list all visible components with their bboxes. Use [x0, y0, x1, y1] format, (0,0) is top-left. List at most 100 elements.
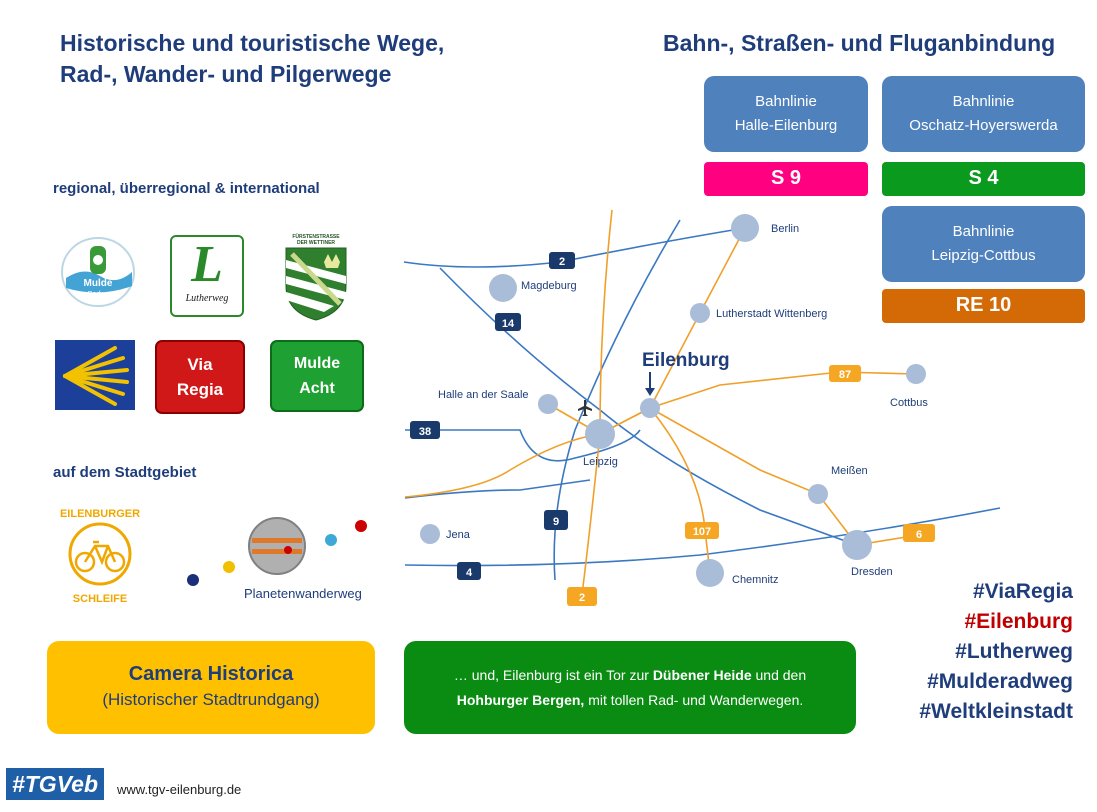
- eilenburger-schleife-logo[interactable]: EILENBURGER SCHLEIFE: [50, 508, 150, 608]
- section-stadtgebiet: auf dem Stadtgebiet: [53, 464, 197, 481]
- wettiner-shield-icon: [285, 247, 347, 321]
- city-eilenburg-dot: [640, 398, 660, 418]
- autobahn-a38-shape: [410, 421, 440, 439]
- autobahn-a2-badge: 2: [559, 256, 565, 268]
- mulde-acht-label1: Mulde: [293, 355, 341, 372]
- lutherweg-l-icon: L: [191, 236, 223, 293]
- fuerstenstrasse-logo[interactable]: FÜRSTENSTRASSE DER WETTINER: [284, 234, 348, 324]
- bundesstrasse-b6-shape: [903, 524, 935, 542]
- rail-halle-label1: Bahnlinie: [755, 93, 817, 110]
- autobahn-a9-shape: [544, 510, 568, 530]
- fuerstenstrasse-text2: DER WETTINER: [296, 240, 336, 246]
- city-halle-label: Halle an der Saale: [438, 389, 529, 401]
- dubener-heide-box: … und, Eilenburg ist ein Tor zur Dübener…: [404, 641, 856, 734]
- city-cottbus-label: Cottbus: [890, 397, 928, 409]
- green-text-3: mit tollen Rad- und Wanderwegen.: [584, 691, 804, 708]
- heading-right: Bahn-, Straßen- und Fluganbindung: [663, 30, 1056, 56]
- schleife-text-bottom: SCHLEIFE: [72, 593, 128, 605]
- city-chemnitz-dot: [696, 559, 724, 587]
- bundesstrasse-b2-shape: [567, 587, 597, 606]
- lutherweg-logo[interactable]: L Lutherweg: [170, 235, 244, 317]
- rail-halle-label2: Halle-Eilenburg: [734, 117, 838, 134]
- road-west: [404, 479, 591, 499]
- city-halle-dot: [538, 394, 558, 414]
- mulde-acht-label2: Acht: [299, 380, 335, 397]
- bundesstrasse-b87-badge: 87: [839, 369, 851, 381]
- green-text-2: und den: [751, 666, 807, 683]
- heading-left-line1: Historische und touristische Wege,: [60, 30, 445, 56]
- rail-leipzig-label1: Bahnlinie: [952, 223, 1015, 240]
- line-s4-badge[interactable]: S 4: [882, 162, 1085, 196]
- city-markers: [420, 214, 926, 587]
- mulde-radweg-text2: Radweg: [87, 291, 113, 298]
- camera-historica-title: Camera Historica: [128, 663, 294, 685]
- rail-halle-eilenburg-box[interactable]: Bahnlinie Halle-Eilenburg: [704, 76, 868, 152]
- bundesstrasse-b107-badge: 107: [693, 526, 711, 538]
- city-chemnitz-label: Chemnitz: [732, 574, 778, 586]
- city-wittenberg-dot: [690, 303, 710, 323]
- bundesstrasse-b2-badge: 2: [579, 592, 585, 604]
- line-s9-badge[interactable]: S 9: [704, 162, 868, 196]
- autobahn-a4-shape: [457, 562, 481, 580]
- city-meissen-dot: [808, 484, 828, 504]
- city-magdeburg-label: Magdeburg: [521, 280, 577, 292]
- hashtag-mulderadweg[interactable]: #Mulderadweg: [927, 670, 1073, 693]
- via-regia-button[interactable]: Via Regia: [155, 340, 245, 414]
- via-regia-label1: Via: [187, 355, 213, 374]
- eilenburg-arrow-icon: [645, 372, 655, 396]
- via-regia-label2: Regia: [176, 380, 224, 399]
- city-dresden-dot: [842, 530, 872, 560]
- mulde-radweg-logo[interactable]: Mulde Radweg: [60, 236, 136, 308]
- scallop-shell-icon: [63, 346, 129, 406]
- camera-historica-subtitle: (Historischer Stadtrundgang): [102, 690, 320, 709]
- road-a38: [405, 429, 641, 462]
- rail-oschatz-hoyerswerda-box[interactable]: Bahnlinie Oschatz-Hoyerswerda: [882, 76, 1085, 152]
- schleife-text-top: EILENBURGER: [59, 508, 141, 520]
- hashtag-weltkleinstadt[interactable]: #Weltkleinstadt: [919, 700, 1073, 723]
- bundesstrasse-b107-shape: [685, 522, 719, 539]
- heading-left: Historische und touristische Wege, Rad-,…: [60, 28, 444, 90]
- autobahn-a38-badge: 38: [419, 426, 431, 438]
- planetenwanderweg-icon[interactable]: [180, 512, 380, 602]
- city-leipzig-dot: [585, 419, 615, 449]
- autobahn-a2-shape: [549, 252, 575, 269]
- green-bold-dubener-heide: Dübener Heide: [652, 666, 752, 683]
- tgveb-badge[interactable]: #TGVeb: [6, 768, 104, 800]
- autobahn-a4-badge: 4: [466, 567, 473, 579]
- hashtag-eilenburg[interactable]: #Eilenburg: [964, 610, 1073, 633]
- city-cottbus-dot: [906, 364, 926, 384]
- city-jena-dot: [420, 524, 440, 544]
- mulde-acht-button[interactable]: Mulde Acht: [270, 340, 364, 412]
- lutherweg-text: Lutherweg: [185, 293, 229, 304]
- fuerstenstrasse-text1: FÜRSTENSTRASSE: [292, 234, 340, 240]
- mulde-radweg-text1: Mulde: [84, 278, 113, 289]
- hashtag-viaregia[interactable]: #ViaRegia: [972, 580, 1073, 603]
- city-berlin-label: Berlin: [771, 223, 799, 235]
- website-link[interactable]: www.tgv-eilenburg.de: [117, 782, 242, 797]
- green-bold-hohburger-bergen: Hohburger Bergen,: [456, 691, 585, 708]
- rail-oschatz-label1: Bahnlinie: [952, 93, 1015, 110]
- camera-historica-box[interactable]: Camera Historica (Historischer Stadtrund…: [47, 641, 375, 734]
- bicycle-loop-icon: [68, 522, 132, 586]
- hashtag-lutherweg[interactable]: #Lutherweg: [955, 640, 1073, 663]
- road-b107: [649, 227, 746, 574]
- road-a9: [553, 219, 681, 581]
- rail-leipzig-cottbus-box[interactable]: Bahnlinie Leipzig-Cottbus: [882, 206, 1085, 282]
- city-meissen-label: Meißen: [831, 465, 868, 477]
- city-leipzig-label: Leipzig: [583, 456, 618, 468]
- city-jena-label: Jena: [446, 529, 471, 541]
- jakobsweg-shell-logo[interactable]: [55, 340, 135, 410]
- planetenwanderweg-label: Planetenwanderweg: [244, 586, 362, 601]
- line-re10-badge[interactable]: RE 10: [882, 289, 1085, 323]
- rail-leipzig-label2: Leipzig-Cottbus: [931, 247, 1036, 264]
- autobahn-a14-badge: 14: [502, 318, 515, 330]
- airplane-icon: [578, 400, 592, 416]
- autobahn-a14-shape: [495, 313, 521, 331]
- rail-oschatz-label2: Oschatz-Hoyerswerda: [909, 117, 1058, 134]
- map-title-eilenburg: Eilenburg: [642, 350, 730, 371]
- heading-left-line2: Rad-, Wander- und Pilgerwege: [60, 61, 392, 87]
- bundesstrasse-b6-badge: 6: [916, 529, 922, 541]
- section-regional: regional, überregional & international: [53, 180, 320, 197]
- bundesstrasse-b87-shape: [829, 365, 861, 382]
